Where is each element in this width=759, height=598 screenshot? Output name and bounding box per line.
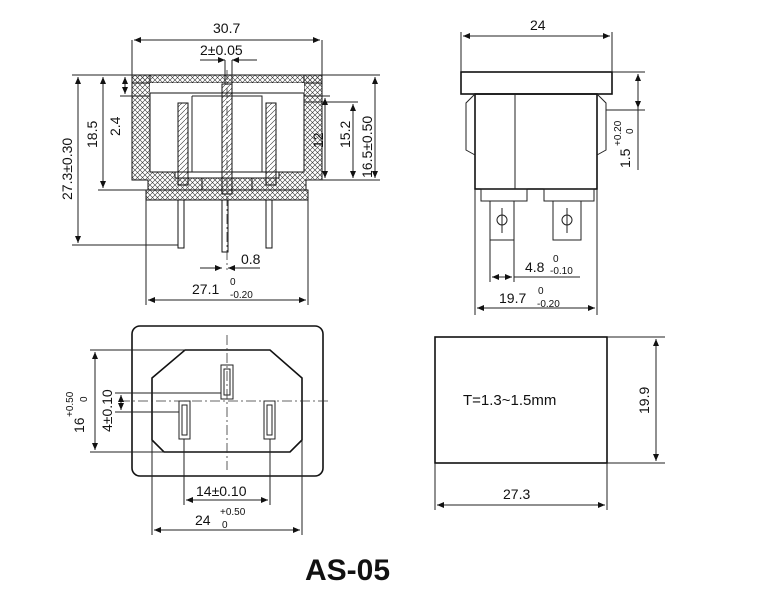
side-dim-w-19-7: 19.7 <box>499 290 526 306</box>
dim-height-16-5: 16.5±0.50 <box>359 116 375 178</box>
face-dim-h-16: 16 <box>71 417 87 433</box>
side-dim-h-1-5-tol-up: +0.20 <box>613 120 624 146</box>
face-dim-w-24-tol-up: +0.50 <box>220 507 246 518</box>
face-dim-h-4: 4±0.10 <box>99 389 115 432</box>
cutout-dim-width: 27.3 <box>503 486 530 502</box>
face-dim-w-14: 14±0.10 <box>196 483 247 499</box>
side-dim-h-1-5-tol-dn: 0 <box>625 128 636 134</box>
dim-pin-width: 2±0.05 <box>200 42 243 58</box>
thickness-note: T=1.3~1.5mm <box>463 392 556 409</box>
dim-width-top: 30.7 <box>213 20 240 36</box>
dim-height-12: 12 <box>310 132 326 148</box>
front-section-view: 30.7 2±0.05 27.3±0.30 18.5 2.4 12 15.2 1… <box>59 20 380 305</box>
side-dim-h-1-5: 1.5 <box>617 148 633 168</box>
model-title: AS-05 <box>305 554 390 587</box>
face-dim-w-24-tol-dn: 0 <box>222 520 228 531</box>
cutout-dim-height: 19.9 <box>636 387 652 414</box>
side-dim-w-4-8-tol-dn: -0.10 <box>550 266 573 277</box>
panel-cutout-view: T=1.3~1.5mm 19.9 27.3 <box>434 336 665 510</box>
dim-height-18-5: 18.5 <box>84 121 100 148</box>
face-dim-h-16-tol-dn: 0 <box>79 396 90 402</box>
side-dim-w-19-7-tol-dn: -0.20 <box>537 299 560 310</box>
face-dim-h-16-tol-up: +0.50 <box>65 391 76 417</box>
face-dim-w-24: 24 <box>195 512 211 528</box>
dim-height-2-4: 2.4 <box>107 116 123 136</box>
side-view: 24 1.5 +0.20 0 4.8 0 -0.10 19.7 0 -0.20 <box>460 17 645 315</box>
dim-height-15-2: 15.2 <box>337 121 353 148</box>
dim-base-width-tol-dn: -0.20 <box>230 290 253 301</box>
face-view: 16 +0.50 0 4±0.10 14±0.10 24 +0.50 0 <box>65 325 330 535</box>
side-dim-width: 24 <box>530 17 546 33</box>
dim-base-width-tol-up: 0 <box>230 277 236 288</box>
dim-total-height: 27.3±0.30 <box>59 138 75 200</box>
side-dim-w-4-8-tol-up: 0 <box>553 254 559 265</box>
dim-pin-gap: 0.8 <box>241 251 261 267</box>
side-dim-w-19-7-tol-up: 0 <box>538 286 544 297</box>
dim-base-width: 27.1 <box>192 281 219 297</box>
side-dim-w-4-8: 4.8 <box>525 259 545 275</box>
